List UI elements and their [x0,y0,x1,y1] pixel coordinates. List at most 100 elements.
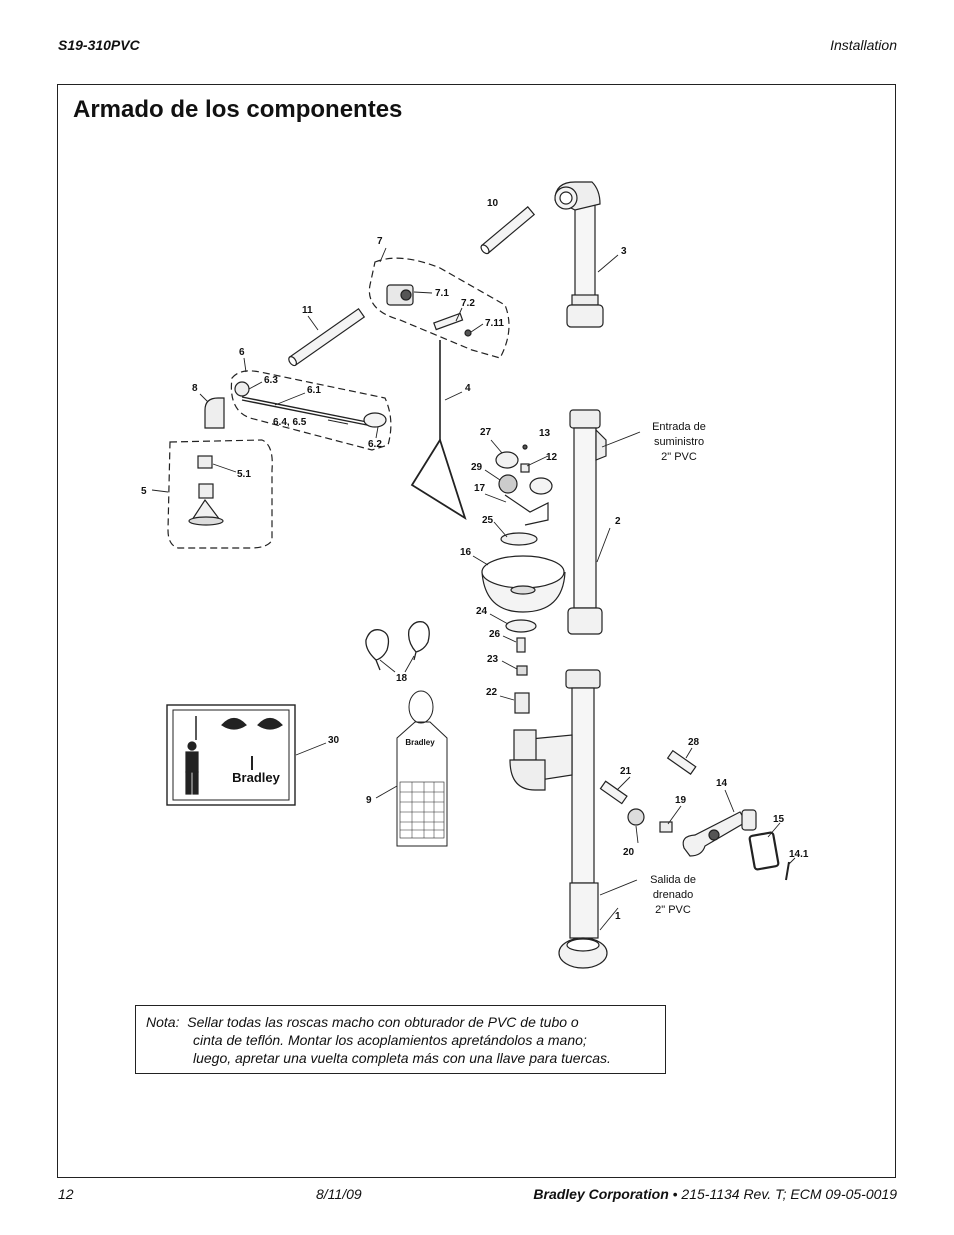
part-20-coupling [627,808,645,826]
part-25-flange [500,532,538,546]
group-6-outline [230,370,392,451]
supply-caption-line3: 2" PVC [661,451,697,463]
label-14-1: 14.1 [789,849,809,860]
label-11: 11 [302,305,313,316]
part-26-stem [516,637,526,653]
label-28: 28 [688,737,700,748]
label-19: 19 [675,795,687,806]
label-13: 13 [539,428,551,439]
label-6-3: 6.3 [264,375,278,386]
label-17: 17 [474,483,486,494]
label-7-2: 7.2 [461,298,475,309]
label-15: 15 [773,814,785,825]
part-8-elbow [204,397,225,429]
part-18-tags [365,621,430,671]
label-4: 4 [465,383,471,394]
part-29-head [498,474,518,494]
part-9-tag [396,690,448,847]
label-1: 1 [615,911,621,922]
label-7-1: 7.1 [435,288,449,299]
label-6-2: 6.2 [368,439,382,450]
part-5-shower-head [188,455,224,526]
label-21: 21 [620,766,632,777]
part-4-pull-rod [410,340,467,521]
label-22: 22 [486,687,498,698]
tag-brand-logo: Bradley [405,738,435,747]
section-name: Installation [830,37,897,53]
label-6-4-6-5: 6.4, 6.5 [273,417,307,428]
part-16-bowl [481,555,566,613]
drain-caption-line1: Salida de [650,874,696,886]
revision-date: 8/11/09 [316,1186,362,1202]
part-7-2-bar [433,312,464,331]
page-number: 12 [58,1186,74,1202]
label-9: 9 [366,795,372,806]
content-frame [57,84,896,1178]
label-26: 26 [489,629,501,640]
sign-brand-logo: Bradley [232,770,280,785]
label-3: 3 [621,246,627,257]
part-12-fitting [520,463,530,473]
part-17-body [504,494,549,526]
model-number: S19-310PVC [58,37,140,53]
note-line-1: Sellar todas las roscas macho con obtura… [187,1014,579,1030]
page-title: Armado de los componentes [73,96,403,123]
label-23: 23 [487,654,499,665]
label-5-1: 5.1 [237,469,251,480]
part-22-fitting [514,692,530,714]
part-7-11-nut [464,329,472,337]
part-13-screw [522,444,528,450]
label-24: 24 [476,606,488,617]
part-14-1-pin [785,861,790,881]
part-1-lower-pipe [509,669,608,969]
document-number: • 215-1134 Rev. T; ECM 09-05-0019 [668,1186,897,1202]
label-12: 12 [546,452,558,463]
part-19-nipple [659,821,673,833]
label-7: 7 [377,236,383,247]
leader-lines [151,247,796,931]
label-20: 20 [623,847,635,858]
group-5-outline [167,439,273,549]
part-3-upper-pipe [554,181,604,328]
part-24-gasket [505,619,537,633]
label-8: 8 [192,383,198,394]
part-6-shower-arm [234,381,387,428]
assembly-note: Nota: Sellar todas las roscas macho con … [135,1005,666,1074]
part-27-cap [495,451,519,469]
note-prefix: Nota: [146,1014,180,1030]
supply-caption-line1: Entrada de [652,421,706,433]
label-29: 29 [471,462,483,473]
label-6-1: 6.1 [307,385,321,396]
part-14-valve [682,809,757,857]
part-23-nut [516,665,528,676]
label-27: 27 [480,427,492,438]
label-25: 25 [482,515,494,526]
label-5: 5 [141,486,147,497]
label-10: 10 [487,198,499,209]
part-15-handle [748,831,780,871]
label-2: 2 [615,516,621,527]
part-11-pipe [288,307,366,367]
exploded-parts-diagram: 10 7 3 7.1 7.2 7.11 11 6 6.3 6.1 8 4 6.4… [141,181,809,969]
label-7-11: 7.11 [485,318,504,329]
part-21-nipple [599,780,628,805]
drain-caption-line2: drenado [653,889,693,901]
footer-doc-info: Bradley Corporation • 215-1134 Rev. T; E… [533,1186,897,1202]
part-28-nipple [666,749,697,775]
drain-caption-line3: 2" PVC [655,904,691,916]
label-6: 6 [239,347,245,358]
label-30: 30 [328,735,340,746]
part-10-pipe [480,206,536,255]
label-14: 14 [716,778,728,789]
part-17-head [529,477,553,495]
company-name: Bradley Corporation [533,1186,669,1202]
note-line-2: cinta de teflón. Montar los acoplamiento… [193,1032,587,1048]
label-18: 18 [396,673,408,684]
part-30-sign [166,704,296,806]
part-7-1-valve [386,284,414,306]
supply-caption-line2: suministro [654,436,704,448]
label-16: 16 [460,547,472,558]
part-2-middle-pipe [567,409,607,635]
group-7-outline [368,257,510,359]
note-line-3: luego, apretar una vuelta completa más c… [193,1050,611,1066]
